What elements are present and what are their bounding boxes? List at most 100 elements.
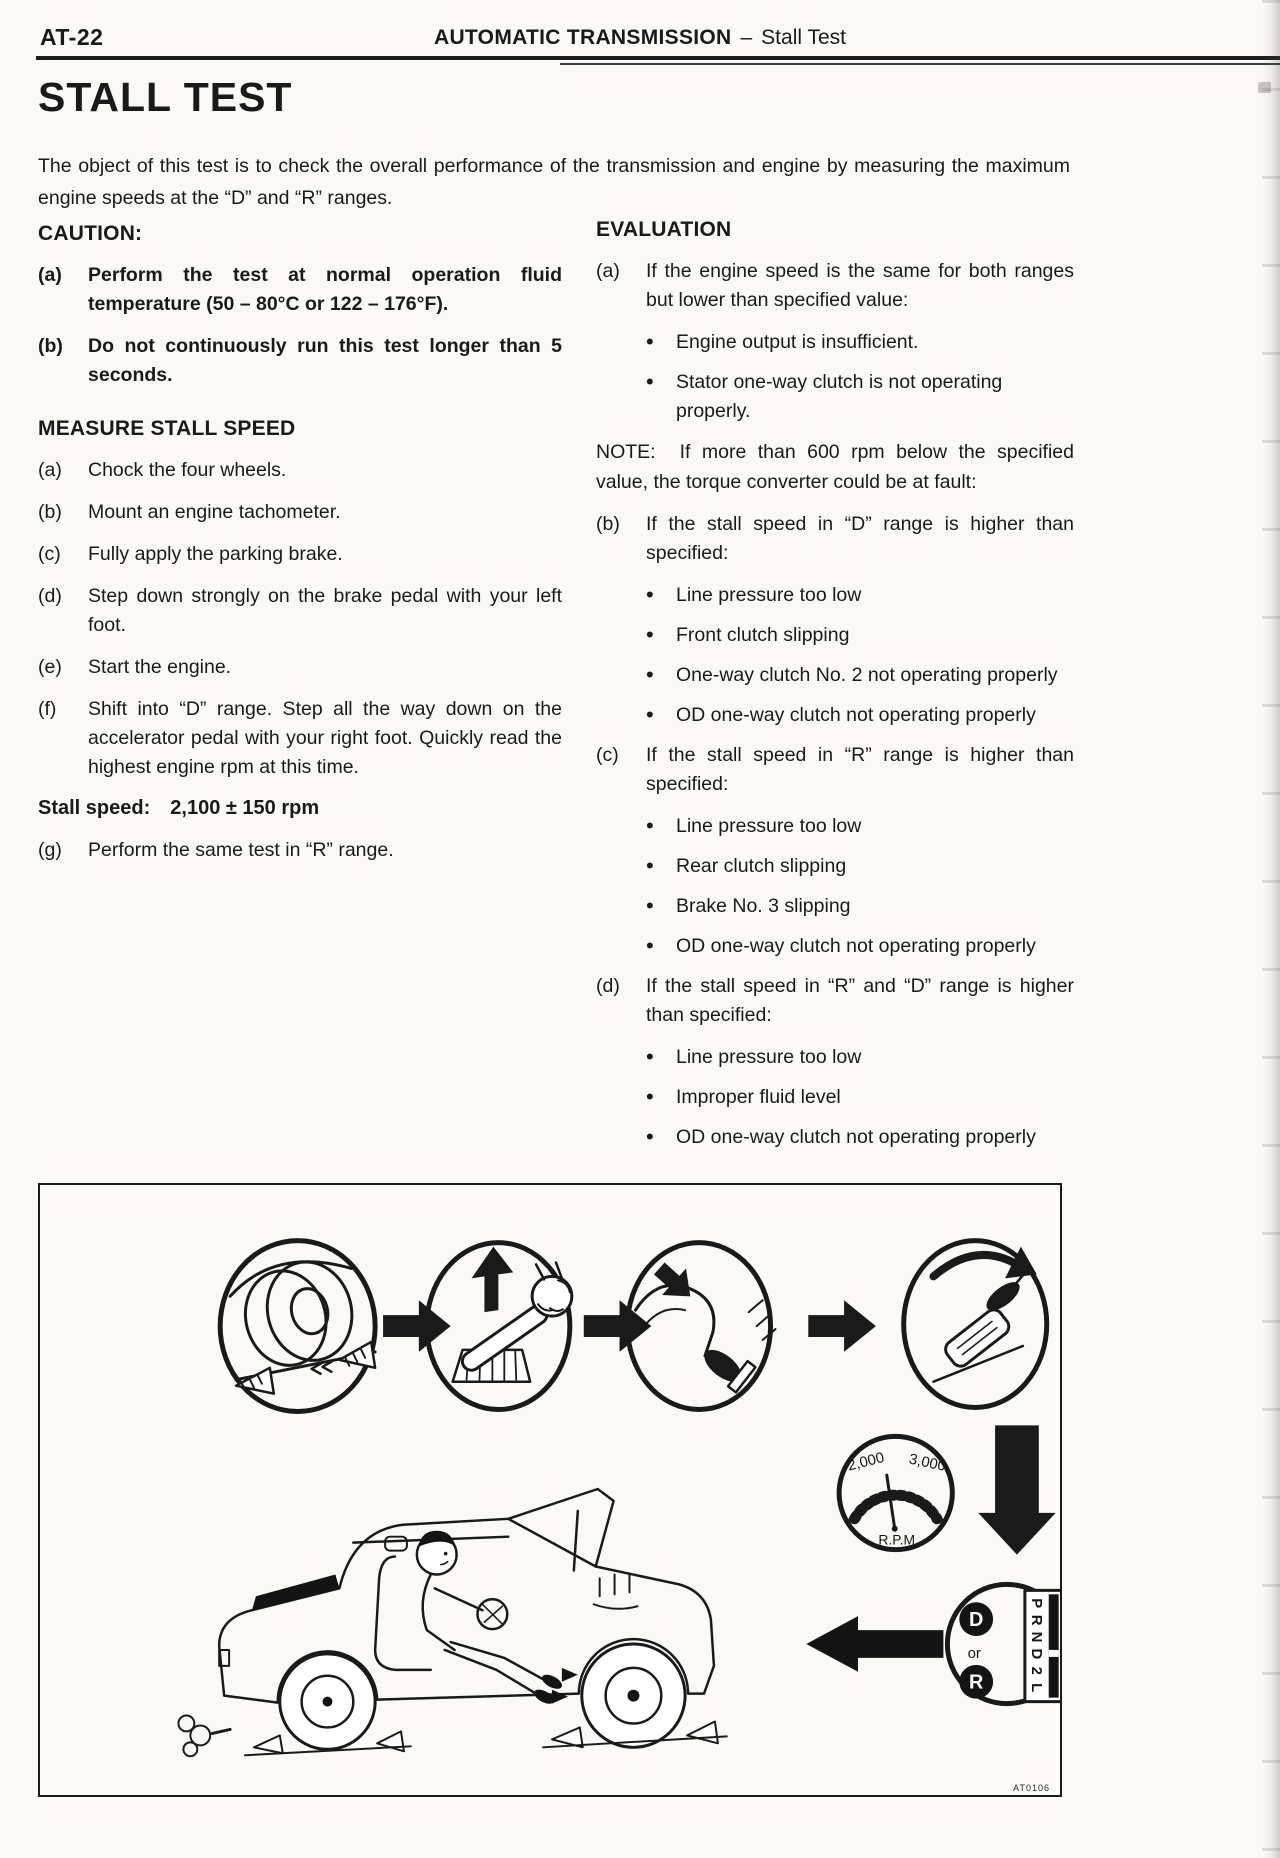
item-text: Start the engine. [88, 656, 232, 678]
measure-step: (e) Start the engine. [38, 653, 562, 682]
evaluation-bullet: Line pressure too low [646, 1043, 1074, 1072]
header-rule-thin [560, 63, 1280, 65]
item-text: Step down strongly on the brake pedal wi… [88, 585, 562, 636]
stall-speed-label: Stall speed: [38, 797, 151, 819]
flow-arrow-icon [808, 1300, 876, 1352]
evaluation-bullet: Line pressure too low [646, 812, 1074, 841]
item-label: (d) [38, 585, 62, 607]
evaluation-bullet: OD one-way clutch not operating properly [646, 701, 1074, 730]
right-column: EVALUATION (a) If the engine speed is th… [596, 218, 1074, 1163]
item-text: Fully apply the parking brake. [88, 543, 343, 565]
bullet-text: Engine output is insufficient. [676, 331, 919, 353]
item-text: If the stall speed in “R” range is highe… [646, 744, 1074, 795]
car-driver-illustration [177, 1487, 728, 1758]
shift-pattern-letter: R [1028, 1615, 1044, 1626]
page-title: STALL TEST [38, 74, 293, 120]
header-section: AUTOMATIC TRANSMISSION [434, 26, 732, 49]
evaluation-bullet: OD one-way clutch not operating properly [646, 932, 1074, 961]
measure-heading: MEASURE STALL SPEED [38, 417, 296, 440]
bullet-text: Line pressure too low [676, 815, 862, 837]
item-label: (g) [38, 839, 62, 861]
item-label: (c) [38, 543, 61, 565]
measure-step: (g) Perform the same test in “R” range. [38, 836, 562, 865]
item-text: Shift into “D” range. Step all the way d… [88, 698, 562, 778]
header-rule [36, 56, 1280, 60]
down-arrow-icon [978, 1425, 1056, 1555]
item-label: (e) [38, 656, 62, 678]
bullet-text: Line pressure too low [676, 1046, 862, 1068]
evaluation-bullet: Rear clutch slipping [646, 852, 1074, 881]
item-label: (a) [38, 264, 62, 286]
bullet-text: OD one-way clutch not operating properly [676, 1126, 1036, 1148]
item-text: If the stall speed in “R” and “D” range … [646, 975, 1074, 1026]
item-label: (b) [38, 501, 62, 523]
running-header: AUTOMATIC TRANSMISSION–Stall Test [0, 26, 1280, 50]
caution-item: (a) Perform the test at normal operation… [38, 261, 562, 319]
item-label: (b) [596, 513, 620, 535]
evaluation-bullet: Engine output is insufficient. [646, 328, 1074, 357]
page-number: AT-22 [40, 24, 104, 50]
flow-arrow-icon [383, 1300, 451, 1352]
shift-pattern-letter: L [1028, 1683, 1044, 1692]
evaluation-bullet: Front clutch slipping [646, 621, 1074, 650]
item-text: Mount an engine tachometer. [88, 501, 341, 523]
shifter-or-label: or [968, 1646, 981, 1662]
shift-pattern-letter: 2 [1028, 1667, 1044, 1675]
shifter-option-r: R [969, 1672, 983, 1694]
item-text: If the engine speed is the same for both… [646, 260, 1074, 311]
bullet-text: OD one-way clutch not operating properly [676, 935, 1036, 957]
note-label: NOTE: [596, 441, 656, 463]
stall-speed-spec: Stall speed: 2,100 ± 150 rpm [38, 797, 562, 820]
item-label: (f) [38, 698, 57, 720]
left-column: CAUTION: (a) Perform the test at normal … [38, 222, 562, 878]
evaluation-bullet: OD one-way clutch not operating properly [646, 1123, 1074, 1152]
bullet-text: Improper fluid level [676, 1086, 841, 1108]
item-text: Do not continuously run this test longer… [88, 335, 562, 386]
caution-heading: CAUTION: [38, 222, 143, 245]
bullet-text: Stator one-way clutch is not operating p… [676, 371, 1003, 422]
figure-code: AT0106 [1013, 1783, 1050, 1793]
measure-step: (f) Shift into “D” range. Step all the w… [38, 695, 562, 782]
shift-selector-icon: D or R P R N D 2 L [944, 1581, 1060, 1707]
shift-pattern-letter: N [1028, 1632, 1044, 1643]
item-text: Perform the test at normal operation flu… [88, 264, 562, 315]
shift-pattern-letter: D [1028, 1649, 1044, 1660]
item-text: Chock the four wheels. [88, 459, 287, 481]
stall-test-illustration: 2,000 3,000 R.P.M D or R P [177, 1238, 1060, 1758]
evaluation-bullet: Line pressure too low [646, 581, 1074, 610]
evaluation-item: (d) If the stall speed in “R” and “D” ra… [596, 972, 1074, 1030]
accelerator-pedal-icon [901, 1238, 1050, 1411]
bullet-text: OD one-way clutch not operating properly [676, 704, 1036, 726]
evaluation-bullet: One-way clutch No. 2 not operating prope… [646, 661, 1074, 690]
chock-wheels-icon [217, 1238, 378, 1414]
tachometer-gauge-icon: 2,000 3,000 R.P.M [836, 1433, 955, 1553]
parking-brake-icon [424, 1240, 574, 1413]
left-arrow-icon [806, 1616, 944, 1672]
evaluation-item: (a) If the engine speed is the same for … [596, 257, 1074, 315]
item-label: (b) [38, 335, 63, 357]
item-label: (a) [38, 459, 62, 481]
bullet-text: One-way clutch No. 2 not operating prope… [676, 664, 1058, 686]
item-label: (a) [596, 260, 620, 282]
measure-step: (a) Chock the four wheels. [38, 456, 562, 485]
bullet-text: Line pressure too low [676, 584, 862, 606]
scan-artifact [1258, 82, 1271, 93]
gauge-unit-label: R.P.M [878, 1532, 915, 1548]
bullet-text: Front clutch slipping [676, 624, 850, 646]
flow-arrow-icon [583, 1300, 652, 1352]
stall-speed-value: 2,100 ± 150 rpm [170, 797, 320, 819]
measure-step: (b) Mount an engine tachometer. [38, 498, 562, 527]
evaluation-bullet: Brake No. 3 slipping [646, 892, 1074, 921]
brake-pedal-icon [625, 1240, 777, 1413]
evaluation-bullet: Improper fluid level [646, 1083, 1074, 1112]
shift-pattern-letter: P [1028, 1598, 1044, 1608]
evaluation-heading: EVALUATION [596, 218, 732, 241]
header-subtitle: Stall Test [761, 26, 846, 49]
note-text: If more than 600 rpm below the specified… [596, 441, 1074, 493]
caution-item: (b) Do not continuously run this test lo… [38, 332, 562, 390]
evaluation-item: (b) If the stall speed in “D” range is h… [596, 510, 1074, 568]
figure-box: 2,000 3,000 R.P.M D or R P [38, 1183, 1062, 1797]
measure-step: (d) Step down strongly on the brake peda… [38, 582, 562, 640]
shifter-option-d: D [969, 1609, 983, 1631]
gauge-tick-label: 3,000 [907, 1452, 947, 1475]
